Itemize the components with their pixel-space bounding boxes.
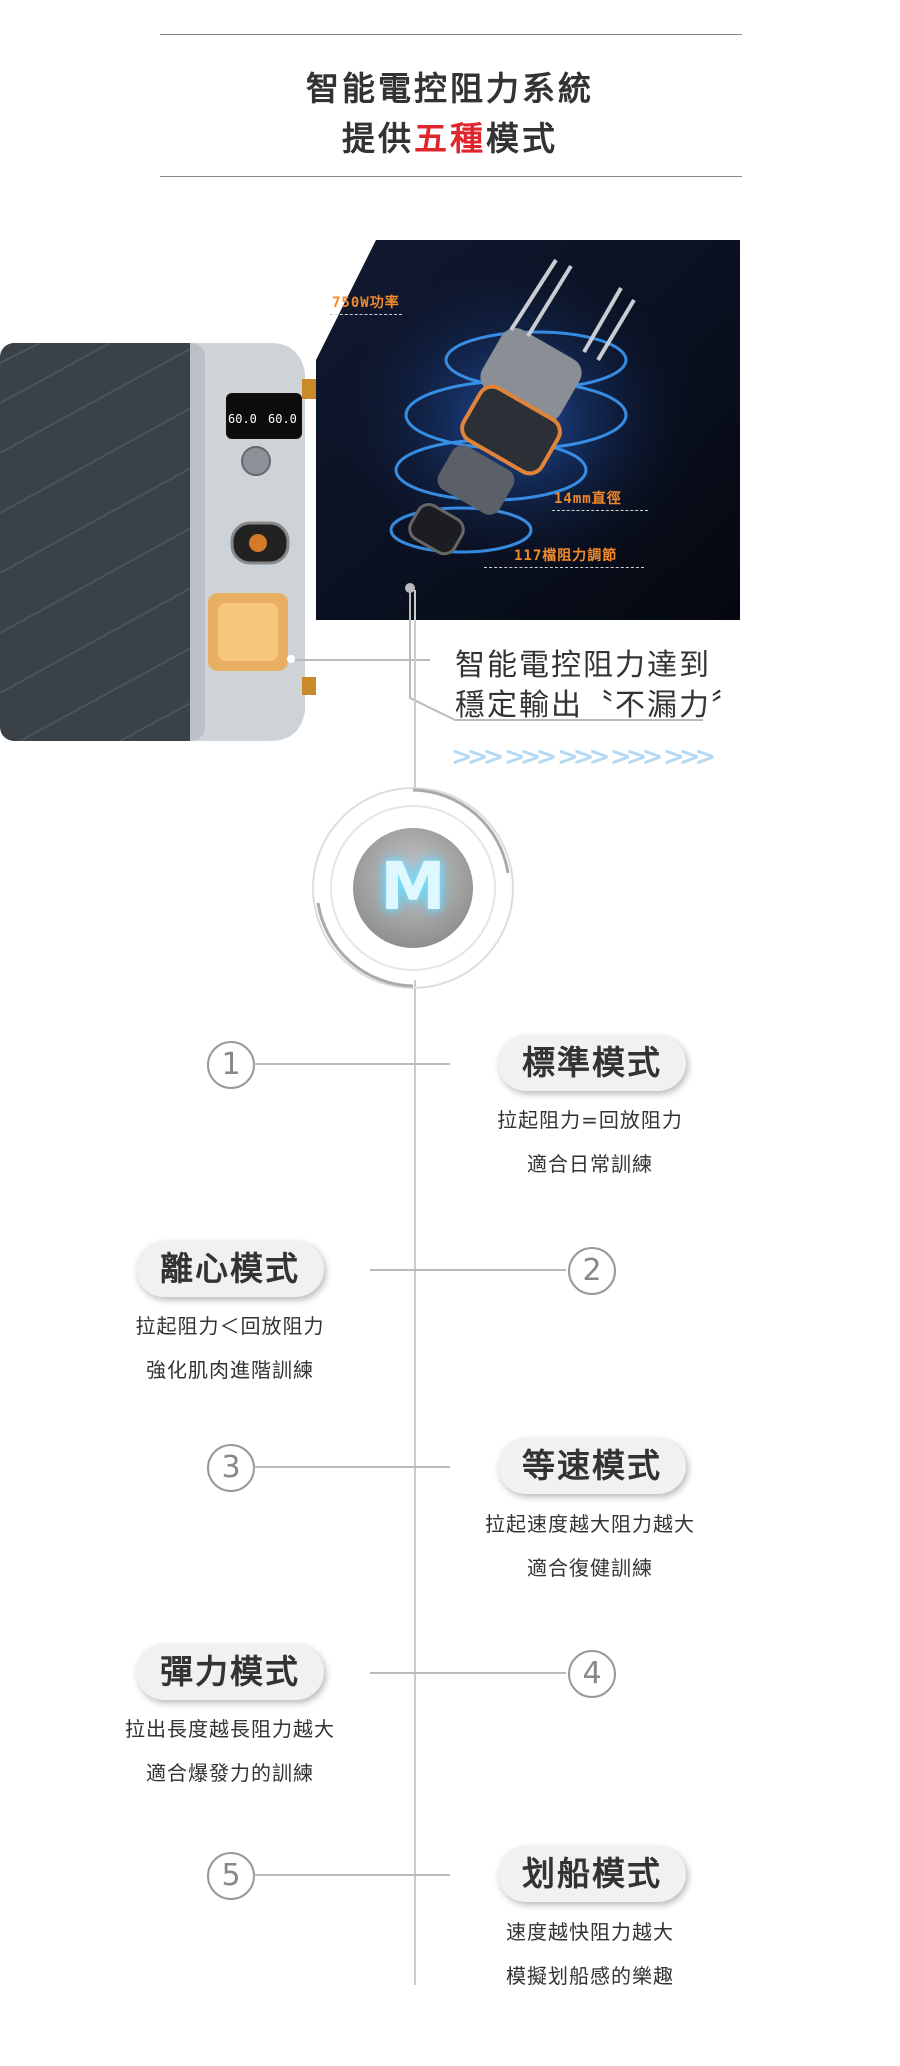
page-subtitle: 提供五種模式: [0, 112, 900, 160]
mode-4-pill: 彈力模式: [136, 1644, 324, 1700]
mode-3-connector: [254, 1466, 450, 1468]
mode-3-pill: 等速模式: [498, 1438, 686, 1494]
mode-1-desc-line-1: 拉起阻力=回放阻力: [497, 1108, 683, 1132]
claim-line-2: 穩定輸出〝不漏力〞: [455, 688, 743, 723]
center-badge: M: [303, 778, 523, 998]
mode-5-desc-line-1: 速度越快阻力越大: [506, 1920, 674, 1944]
subtitle-pre: 提供: [342, 119, 414, 158]
mode-4-desc-line-2: 適合爆發力的訓練: [146, 1761, 314, 1785]
timeline-line: [414, 980, 416, 1985]
mode-4-desc: 拉出長度越長阻力越大 適合爆發力的訓練: [80, 1707, 380, 1795]
motor-label-power: 750W功率: [332, 295, 400, 311]
mode-4-number: 4: [568, 1650, 616, 1698]
mode-1-desc: 拉起阻力=回放阻力 適合日常訓練: [440, 1098, 740, 1186]
chevron-icon-5: >>>: [663, 742, 716, 772]
mode-2-pill: 離心模式: [136, 1241, 324, 1297]
center-badge-letter: M: [380, 848, 446, 925]
motor-label-power-line: [330, 314, 402, 315]
mode-4-desc-line-1: 拉出長度越長阻力越大: [125, 1717, 335, 1741]
motor-label-diameter-line: [552, 510, 648, 511]
mode-1-pill: 標準模式: [498, 1035, 686, 1091]
device-illustration: 60.0 60.0: [0, 342, 320, 742]
mode-1-number: 1: [207, 1041, 255, 1089]
mode-5-connector: [254, 1874, 450, 1876]
motor-panel: 750W功率 14mm直徑 117檔阻力調節: [316, 240, 740, 620]
mode-3-desc-line-1: 拉起速度越大阻力越大: [485, 1512, 695, 1536]
header-top-rule: [160, 34, 742, 35]
chevron-icon-1: >>>: [451, 742, 504, 772]
motor-label-levels: 117檔阻力調節: [514, 548, 618, 564]
mode-5-desc: 速度越快阻力越大 模擬划船感的樂趣: [440, 1910, 740, 1998]
mode-5-desc-line-2: 模擬划船感的樂趣: [506, 1964, 674, 1988]
mode-1-desc-line-2: 適合日常訓練: [527, 1152, 653, 1176]
page-title: 智能電控阻力系統: [306, 69, 594, 108]
device-display-left: 60.0: [228, 412, 257, 426]
mode-3-desc: 拉起速度越大阻力越大 適合復健訓練: [440, 1502, 740, 1590]
subtitle-highlight: 五種: [414, 119, 486, 158]
mode-3-desc-line-2: 適合復健訓練: [527, 1556, 653, 1580]
mode-3-number: 3: [207, 1444, 255, 1492]
mode-2-desc-line-1: 拉起阻力＜回放阻力: [135, 1314, 325, 1338]
header-bottom-rule: [160, 176, 742, 177]
mode-5-number: 5: [207, 1852, 255, 1900]
mode-2-connector: [370, 1269, 566, 1271]
chevron-icon-4: >>>: [610, 742, 663, 772]
mode-2-desc: 拉起阻力＜回放阻力 強化肌肉進階訓練: [80, 1304, 380, 1392]
mode-5-pill: 划船模式: [498, 1846, 686, 1902]
motor-label-diameter: 14mm直徑: [554, 491, 622, 507]
mode-1-connector: [254, 1063, 450, 1065]
subtitle-post: 模式: [486, 119, 558, 158]
mode-4-connector: [370, 1672, 566, 1674]
claim-line-1: 智能電控阻力達到: [455, 648, 711, 683]
device-display-right: 60.0: [268, 412, 297, 426]
timeline-line-top: [414, 590, 416, 790]
claim-text: 智能電控阻力達到 穩定輸出〝不漏力〞: [455, 646, 743, 726]
chevron-icon-2: >>>: [504, 742, 557, 772]
mode-2-number: 2: [568, 1247, 616, 1295]
mode-2-desc-line-2: 強化肌肉進階訓練: [146, 1358, 314, 1382]
chevron-icon-3: >>>: [557, 742, 610, 772]
motor-label-levels-line: [484, 567, 644, 568]
leader-lines: [295, 583, 703, 721]
